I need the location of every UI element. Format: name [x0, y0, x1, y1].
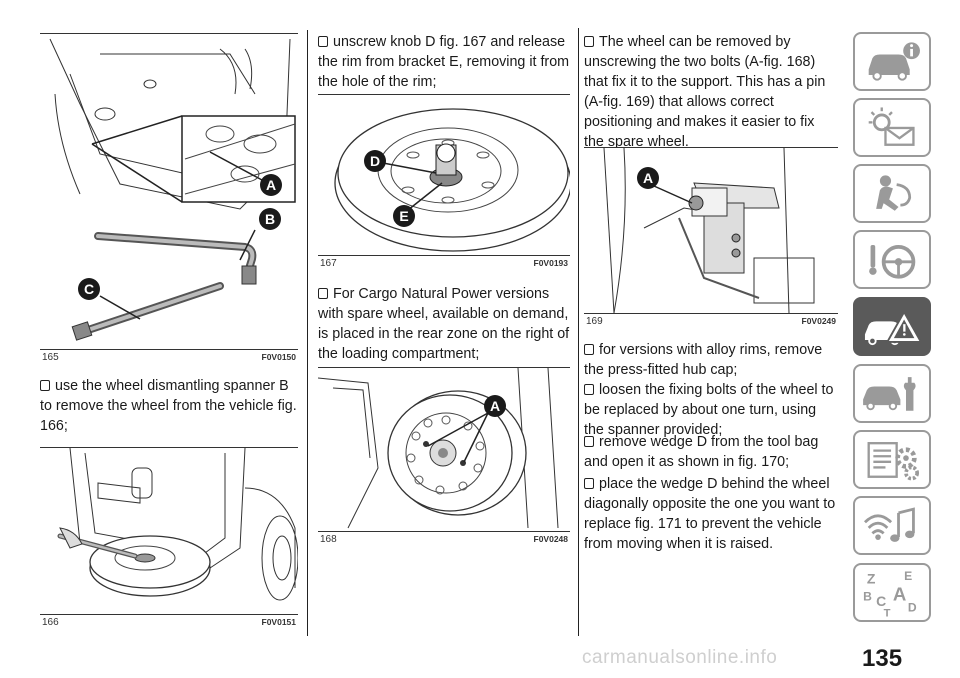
figure-165-caption: 165 F0V0150 — [40, 350, 298, 366]
figure-166-caption: 166 F0V0151 — [40, 615, 298, 631]
figure-165-illustration: A B C — [49, 38, 296, 341]
step-text: The wheel can be removed by unscrewing t… — [584, 34, 826, 150]
step-paragraph: place the wedge D behind the wheel diago… — [584, 474, 838, 554]
step-text: loosen the fixing bolts of the wheel to … — [584, 382, 834, 438]
step-paragraph: For Cargo Natural Power versions with sp… — [318, 284, 570, 364]
figure-167: D E — [318, 94, 570, 256]
figure-166-illustration — [57, 448, 298, 601]
checkbox-bullet-icon — [40, 380, 50, 391]
figure-169-caption: 169 F0V0249 — [584, 314, 838, 330]
tab-technical-data[interactable] — [853, 430, 931, 489]
car-maintenance-icon — [863, 377, 916, 411]
column-divider — [307, 30, 308, 636]
figure-code: F0V0150 — [261, 352, 297, 362]
figure-code: F0V0193 — [533, 258, 569, 268]
step-paragraph: use the wheel dismantling spanner B to r… — [40, 376, 298, 436]
step-paragraph: remove wedge D from the tool bag and ope… — [584, 432, 838, 472]
figure-169-illustration: A — [603, 148, 815, 313]
index-icon: Z E B A C T D — [863, 569, 917, 619]
step-text: place the wedge D behind the wheel diago… — [584, 476, 836, 552]
figure-168: A — [318, 367, 570, 532]
figure-167-caption: 167 F0V0193 — [318, 256, 570, 272]
figure-number: 167 — [320, 258, 337, 269]
tab-multimedia[interactable] — [853, 496, 931, 555]
step-text: For Cargo Natural Power versions with sp… — [318, 286, 570, 362]
step-text: use the wheel dismantling spanner B to r… — [40, 378, 297, 434]
index-letter: Z — [867, 571, 876, 587]
figure-169: A — [584, 147, 838, 314]
safety-airbag-icon — [876, 175, 912, 211]
tab-index[interactable]: Z E B A C T D — [853, 563, 931, 622]
figure-168-illustration: A — [318, 368, 559, 529]
tab-warning-lights[interactable] — [853, 98, 931, 157]
figure-167-illustration: D E — [334, 108, 570, 252]
figure-165-label-b: B — [265, 211, 275, 227]
tab-emergency[interactable] — [853, 297, 931, 356]
tab-car-info[interactable] — [853, 32, 931, 91]
checkbox-bullet-icon — [584, 436, 594, 447]
figure-number: 169 — [586, 316, 603, 327]
watermark: carmanualsonline.info — [582, 647, 778, 668]
checkbox-bullet-icon — [584, 344, 594, 355]
figure-168-label-a: A — [490, 398, 500, 414]
figure-code: F0V0151 — [261, 617, 297, 627]
index-letter: D — [908, 601, 917, 615]
page-number: 135 — [862, 645, 903, 672]
step-paragraph: loosen the fixing bolts of the wheel to … — [584, 380, 838, 440]
figure-167-label-d: D — [370, 153, 380, 169]
step-text: unscrew knob D fig. 167 and release the … — [318, 34, 570, 90]
figure-169-label-a: A — [643, 170, 653, 186]
multimedia-icon — [863, 507, 915, 542]
figure-165-label-a: A — [266, 177, 276, 193]
figure-167-label-e: E — [399, 208, 408, 224]
figure-165-label-c: C — [84, 281, 94, 297]
figure-number: 168 — [320, 534, 337, 545]
checkbox-bullet-icon — [584, 384, 594, 395]
index-letter: A — [893, 583, 906, 604]
tab-driving[interactable] — [853, 230, 931, 289]
checkbox-bullet-icon — [318, 36, 328, 47]
checkbox-bullet-icon — [584, 36, 594, 47]
figure-number: 165 — [42, 352, 59, 363]
column-divider — [578, 28, 579, 636]
step-paragraph: unscrew knob D fig. 167 and release the … — [318, 32, 570, 92]
step-paragraph: for versions with alloy rims, remove the… — [584, 340, 838, 380]
figure-166 — [40, 447, 298, 615]
checkbox-bullet-icon — [318, 288, 328, 299]
index-letter: B — [863, 589, 872, 603]
figure-number: 166 — [42, 617, 59, 628]
step-text: for versions with alloy rims, remove the… — [584, 342, 823, 378]
figure-165: A B C — [40, 33, 298, 350]
warning-lights-icon — [868, 107, 915, 146]
index-letter: E — [904, 569, 912, 583]
checkbox-bullet-icon — [584, 478, 594, 489]
emergency-icon — [864, 310, 923, 346]
index-letter: T — [884, 607, 891, 619]
tab-maintenance[interactable] — [853, 364, 931, 423]
tab-safety[interactable] — [853, 164, 931, 223]
figure-code: F0V0249 — [801, 316, 837, 326]
car-info-icon — [868, 42, 920, 81]
index-letter: C — [876, 593, 886, 609]
step-paragraph: The wheel can be removed by unscrewing t… — [584, 32, 838, 152]
figure-168-caption: 168 F0V0248 — [318, 532, 570, 548]
technical-data-icon — [867, 442, 920, 481]
figure-code: F0V0248 — [533, 534, 569, 544]
step-text: remove wedge D from the tool bag and ope… — [584, 434, 819, 470]
steering-wheel-icon — [869, 245, 916, 279]
